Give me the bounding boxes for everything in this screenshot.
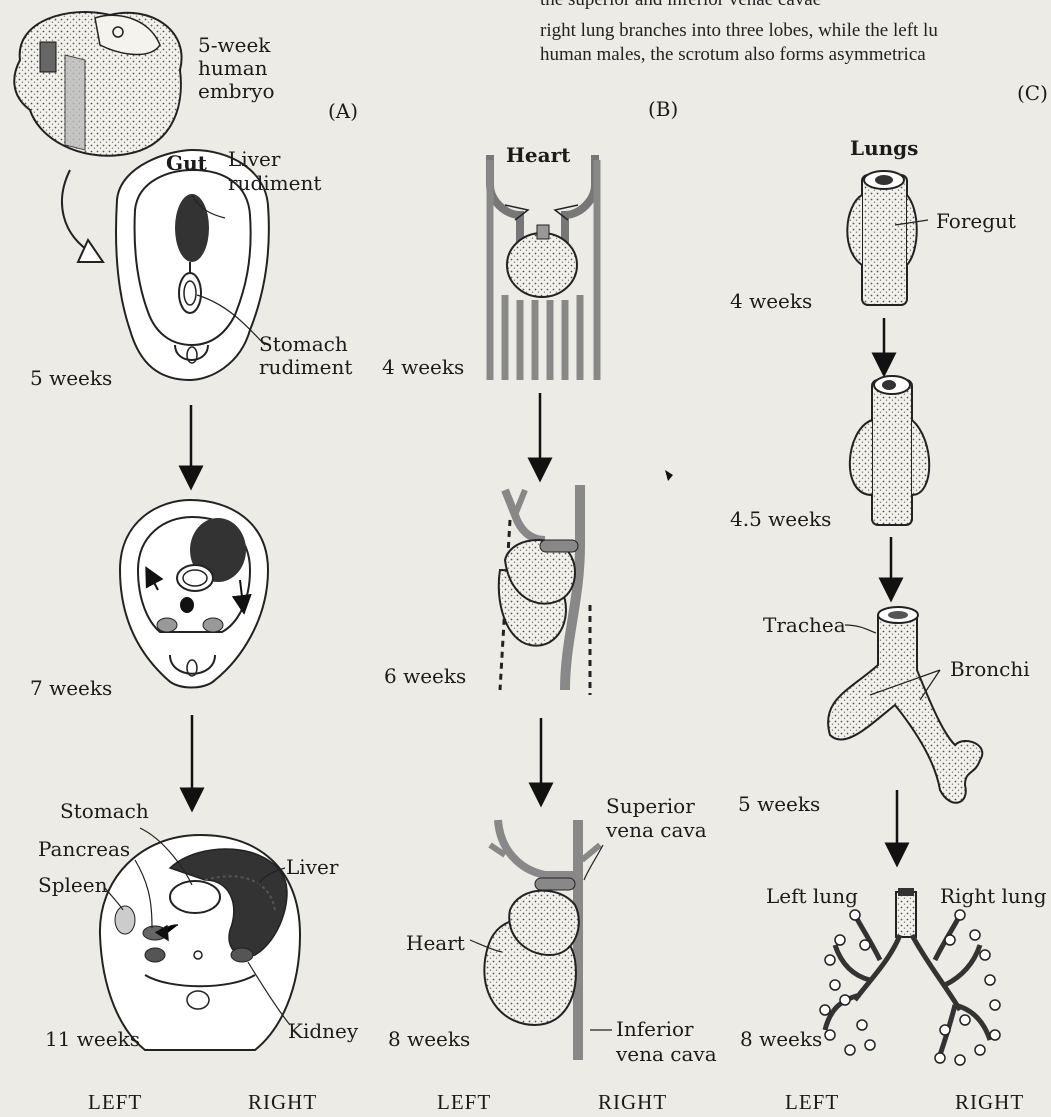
lungs-stage-4-weeks: 4 weeks [730, 290, 812, 312]
bronchi-label: Bronchi [950, 658, 1030, 680]
footer-right-b: RIGHT [598, 1090, 667, 1115]
superior-vena-cava-line1: Superior [606, 795, 695, 817]
heart-title: Heart [506, 144, 570, 166]
footer-left-b: LEFT [437, 1090, 491, 1115]
footer-right-a: RIGHT [248, 1090, 317, 1115]
embryo-label-line2: human [198, 57, 268, 79]
gut-section-7-weeks [120, 500, 268, 688]
kidney-label: Kidney [288, 1020, 358, 1042]
lungs-4-weeks [847, 171, 916, 305]
inferior-vena-cava-line2: vena cava [616, 1043, 717, 1065]
lungs-stage-4-5-weeks: 4.5 weeks [730, 508, 831, 530]
lungs-title: Lungs [850, 137, 918, 159]
panel-c-letter: (C) [1017, 82, 1048, 104]
trachea-label: Trachea [763, 614, 846, 636]
gut-stage-5-weeks: 5 weeks [30, 367, 112, 389]
gut-title: Gut [166, 152, 207, 174]
lungs-stage-8-weeks: 8 weeks [740, 1028, 822, 1050]
top-text-line-1: the superior and inferior venae cavae [540, 0, 821, 12]
heart-stage-8-weeks: 8 weeks [388, 1028, 470, 1050]
embryo-label-line1: 5-week [198, 34, 270, 56]
liver-rudiment-line2: rudiment [228, 172, 321, 194]
footer-left-c: LEFT [785, 1090, 839, 1115]
embryo-label-line3: embryo [198, 80, 275, 102]
lungs-8-weeks [820, 888, 1000, 1065]
liver-label: Liver [286, 856, 338, 878]
footer-left-a: LEFT [88, 1090, 142, 1115]
stomach-rudiment-line1: Stomach [259, 333, 348, 355]
top-text-line-3: human males, the scrotum also forms asym… [540, 43, 926, 67]
left-lung-label: Left lung [766, 885, 858, 907]
liver-rudiment-line1: Liver [228, 148, 280, 170]
gut-stage-11-weeks: 11 weeks [45, 1028, 140, 1050]
heart-4-weeks [490, 155, 597, 380]
heart-stage-4-weeks: 4 weeks [382, 356, 464, 378]
gut-section-11-weeks [100, 835, 300, 1050]
heart-stage-6-weeks: 6 weeks [384, 665, 466, 687]
inferior-vena-cava-line1: Inferior [616, 1018, 694, 1040]
embryo-drawing [14, 12, 181, 156]
stomach-rudiment-line2: rudiment [259, 356, 352, 378]
top-text-line-2: right lung branches into three lobes, wh… [540, 19, 938, 43]
lungs-stage-5-weeks: 5 weeks [738, 793, 820, 815]
panel-a-letter: (A) [328, 100, 358, 122]
heart-label: Heart [406, 932, 465, 954]
spleen-label: Spleen [38, 874, 107, 896]
heart-6-weeks [499, 485, 590, 695]
foregut-label: Foregut [936, 210, 1016, 232]
right-lung-label: Right lung [940, 885, 1047, 907]
gut-stage-7-weeks: 7 weeks [30, 677, 112, 699]
pancreas-label: Pancreas [38, 838, 130, 860]
heart-8-weeks [484, 820, 600, 1060]
lungs-5-weeks [828, 607, 982, 803]
stomach-label: Stomach [60, 800, 149, 822]
lungs-4-5-weeks [850, 376, 929, 525]
superior-vena-cava-line2: vena cava [606, 819, 707, 841]
footer-right-c: RIGHT [955, 1090, 1024, 1115]
panel-b-letter: (B) [648, 98, 678, 120]
